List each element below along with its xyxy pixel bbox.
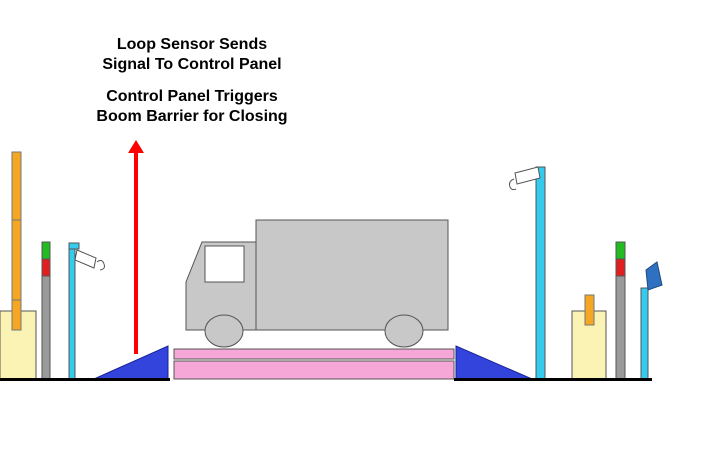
right-signal-green <box>615 241 626 260</box>
right-camera-pole-shaft <box>535 166 546 380</box>
right-reader-pole <box>640 287 649 380</box>
left-traffic-light <box>41 241 51 380</box>
right-ramp <box>455 345 533 380</box>
caption-loop-sensor: Loop Sensor Sends Signal To Control Pane… <box>52 35 332 75</box>
weighbridge-platform-top <box>173 348 455 360</box>
right-card-reader <box>640 261 663 380</box>
right-boom-arm <box>584 294 595 326</box>
caption-control-panel: Control Panel Triggers Boom Barrier for … <box>52 87 332 127</box>
ground-line-left <box>0 378 170 381</box>
caption-line-4: Boom Barrier for Closing <box>96 108 288 125</box>
right-traffic-light <box>615 241 626 380</box>
truck <box>185 219 449 348</box>
left-ramp <box>93 345 169 380</box>
card-reader-icon <box>645 261 663 291</box>
left-signal-pole <box>41 275 51 380</box>
right-camera-icon <box>514 166 541 185</box>
left-boom-arm-base <box>11 299 22 331</box>
left-boom-barrier <box>0 151 37 380</box>
left-signal-green <box>41 241 51 260</box>
left-camera-icon <box>74 249 97 269</box>
caption-line-3: Control Panel Triggers <box>106 88 278 105</box>
left-boom-arm-lower <box>11 219 22 301</box>
right-signal-red <box>615 258 626 277</box>
truck-rear-wheel <box>384 314 424 348</box>
truck-front-wheel <box>204 314 244 348</box>
right-camera-pole <box>509 166 546 380</box>
left-camera-mount <box>68 242 80 250</box>
left-signal-red <box>41 258 51 277</box>
signal-arrow <box>128 140 144 354</box>
right-signal-pole <box>615 275 626 380</box>
truck-cargo-box <box>255 219 449 331</box>
truck-window <box>204 245 245 283</box>
left-camera-cable-icon <box>96 259 105 271</box>
caption-line-2: Signal To Control Panel <box>102 56 282 73</box>
right-boom-barrier <box>571 294 607 380</box>
left-camera-pole-shaft <box>68 242 76 380</box>
right-camera-cable-icon <box>509 178 517 191</box>
caption-line-1: Loop Sensor Sends <box>116 36 268 53</box>
ground-line-right <box>454 378 652 381</box>
signal-arrow-head <box>128 140 144 153</box>
weighbridge-platform-base <box>173 360 455 380</box>
signal-arrow-shaft <box>134 152 138 354</box>
left-boom-arm-upper <box>11 151 22 221</box>
left-camera-pole <box>68 242 105 380</box>
